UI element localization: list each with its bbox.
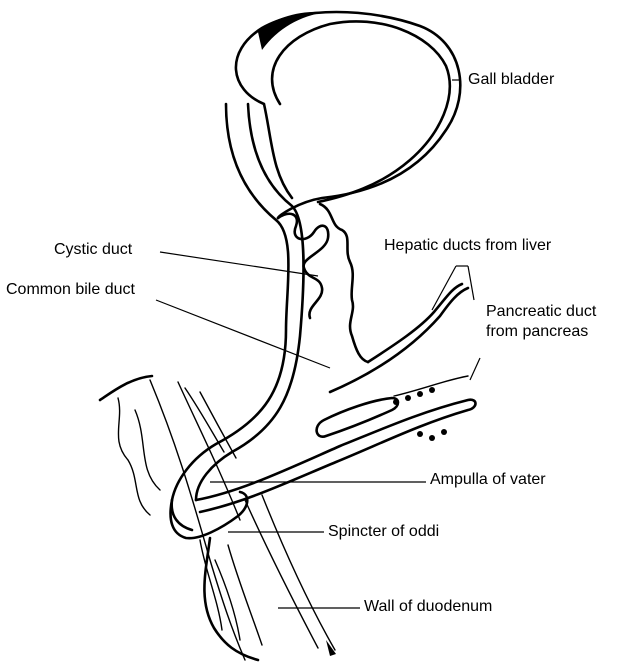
duodenum-wall-drawing	[100, 376, 336, 660]
ampulla-label: Ampulla of vater	[430, 470, 546, 490]
duodenum-wall-label: Wall of duodenum	[364, 597, 492, 617]
hepatic-ducts-label: Hepatic ducts from liver	[384, 236, 551, 256]
ampulla-outline	[171, 492, 248, 538]
sphincter-label: Spincter of oddi	[328, 522, 439, 542]
pancreatic-duct-lumen	[317, 398, 398, 437]
pancreatic-duct-label: Pancreatic duct from pancreas	[486, 302, 596, 342]
common-bile-duct-label: Common bile duct	[6, 280, 135, 300]
common-bile-duct-left	[172, 104, 289, 530]
cystic-duct-label: Cystic duct	[54, 240, 132, 260]
gall-bladder-label: Gall bladder	[468, 70, 554, 90]
pancreatic-duct-wall	[196, 400, 476, 512]
gall-bladder-inner	[272, 21, 450, 202]
hepatic-duct-wall	[330, 284, 468, 392]
